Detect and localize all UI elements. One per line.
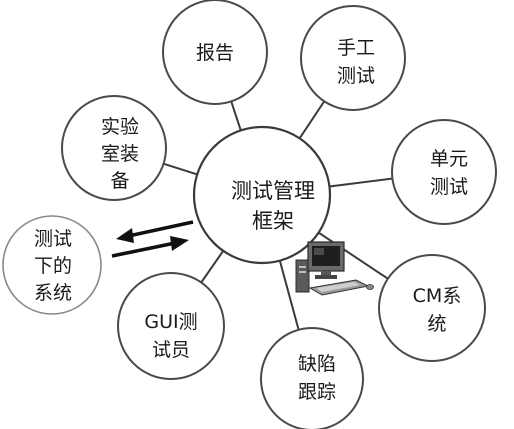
node-unit-test-label-1: 单元: [430, 148, 468, 170]
node-cm-system: CM系 统: [378, 254, 486, 362]
node-system-under-test-label-2: 下的: [34, 255, 72, 277]
node-system-under-test: 测试 下的 系统: [2, 215, 102, 315]
node-report-label-1: 报告: [196, 42, 234, 64]
node-system-under-test-label-1: 测试: [34, 228, 72, 250]
node-lab-equipment: 实验 室装 备: [61, 95, 167, 201]
node-defect-tracking-label-1: 缺陷: [298, 353, 336, 375]
node-defect-tracking: 缺陷 跟踪: [260, 327, 364, 429]
node-system-under-test-label-3: 系统: [34, 282, 72, 304]
node-manual-test-label-2: 测试: [337, 65, 375, 87]
node-cm-system-label-1: CM系: [413, 285, 462, 307]
node-lab-equipment-label-2: 室装: [101, 143, 139, 165]
node-gui-tester-label-1: GUI测: [144, 311, 197, 333]
node-gui-tester-label-2: 试员: [152, 339, 190, 361]
center-label-1: 测试管理: [231, 179, 315, 203]
desktop-computer-icon: [295, 241, 374, 296]
node-manual-test-label-1: 手工: [337, 37, 375, 59]
center-label-2: 框架: [252, 209, 294, 233]
node-defect-tracking-label-2: 跟踪: [298, 381, 336, 403]
node-lab-equipment-label-3: 备: [110, 170, 129, 192]
bidirectional-arrows-icon: [111, 220, 194, 258]
node-center-framework: 测试管理 框架: [192, 125, 332, 265]
node-gui-tester: GUI测 试员: [117, 272, 225, 380]
node-report: 报告: [162, 0, 268, 105]
node-unit-test-label-2: 测试: [430, 176, 468, 198]
node-unit-test: 单元 测试: [391, 119, 497, 225]
node-manual-test: 手工 测试: [300, 5, 406, 111]
node-lab-equipment-label-1: 实验: [101, 116, 139, 138]
node-cm-system-label-2: 统: [427, 313, 446, 335]
